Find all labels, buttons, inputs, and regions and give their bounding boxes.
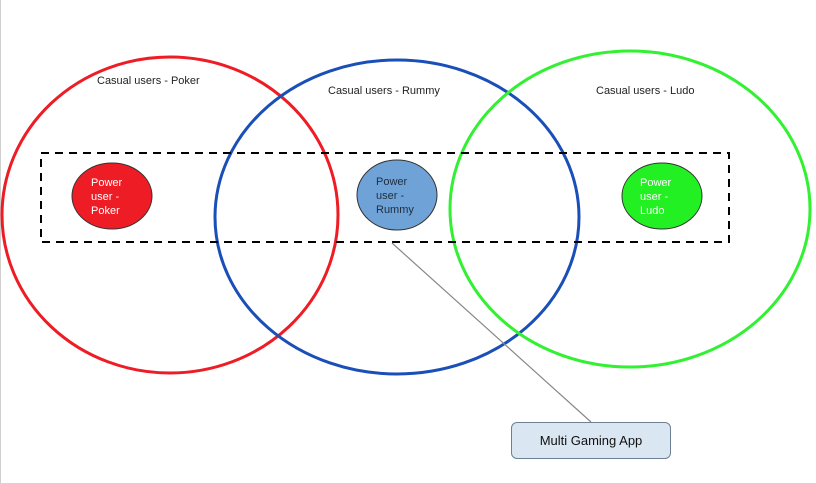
casual-circle-poker: [0, 55, 340, 375]
power-user-node-poker: [71, 162, 153, 230]
casual-label-poker: Casual users - Poker: [97, 75, 200, 87]
casual-label-rummy: Casual users - Rummy: [328, 85, 440, 97]
multi-gaming-app-callout: Multi Gaming App: [511, 422, 671, 459]
power-user-label-rummy: Power user - Rummy: [376, 176, 414, 216]
casual-label-ludo: Casual users - Ludo: [596, 85, 694, 97]
left-edge-rule: [0, 0, 1, 483]
power-user-label-poker: Power user - Poker: [91, 177, 125, 217]
callout-label: Multi Gaming App: [539, 433, 643, 448]
power-user-node-ludo: [621, 162, 703, 230]
casual-circle-rummy: [213, 58, 581, 376]
power-user-dashed-box: [40, 152, 730, 243]
power-user-node-rummy: [356, 159, 438, 231]
casual-circle-ludo: [448, 49, 812, 369]
power-user-label-ludo: Power user - Ludo: [640, 177, 674, 217]
callout-connector: [391, 242, 592, 423]
